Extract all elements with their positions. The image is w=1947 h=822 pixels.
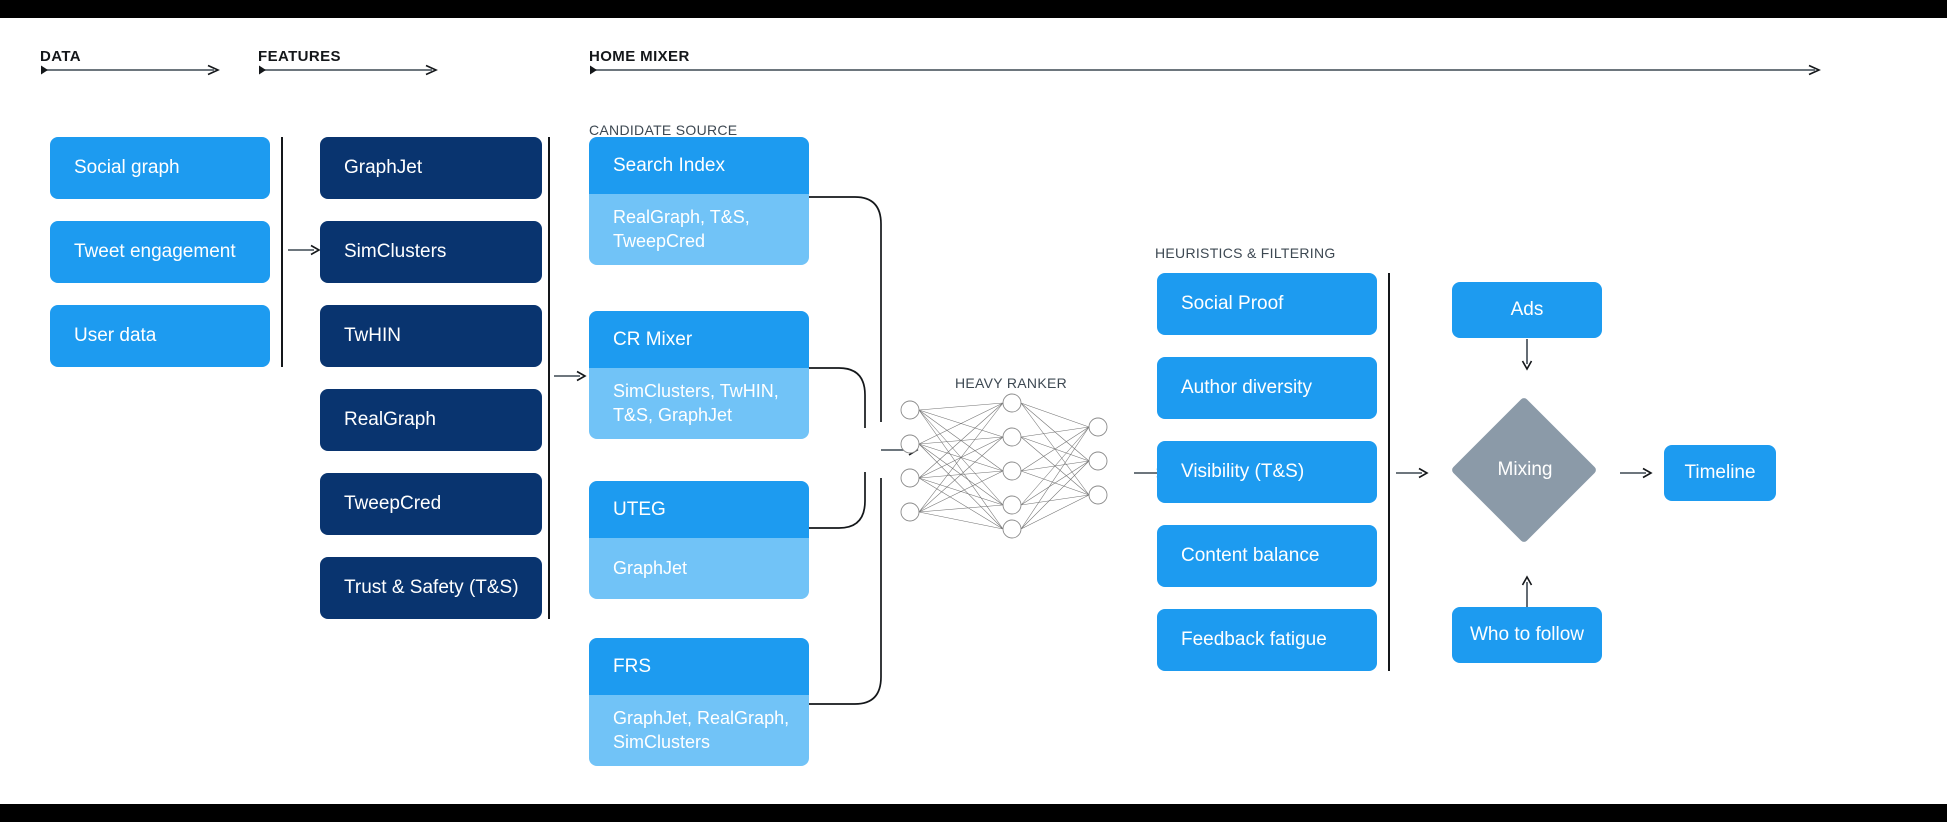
data-box-tweet-engagement[interactable]: Tweet engagement <box>50 221 270 283</box>
candidate-source-uteg[interactable]: UTEG GraphJet <box>589 481 809 599</box>
heuristic-box-content-balance[interactable]: Content balance <box>1157 525 1377 587</box>
arrow-features-to-candidates <box>554 370 588 382</box>
candidate-source-name: Search Index <box>589 137 809 194</box>
section-arrow-home-mixer <box>589 64 1821 76</box>
arrow-who-to-follow-to-mixing <box>1520 575 1534 607</box>
output-box-label: Timeline <box>1684 462 1756 484</box>
divider-heuristics-mixing <box>1388 273 1390 671</box>
feature-box-label: TwHIN <box>344 325 401 347</box>
candidate-source-cr-mixer[interactable]: CR Mixer SimClusters, TwHIN, T&S, GraphJ… <box>589 311 809 439</box>
section-label-heuristics: HEURISTICS & FILTERING <box>1155 245 1336 261</box>
candidate-source-name: CR Mixer <box>589 311 809 368</box>
section-label-data: DATA <box>40 48 82 65</box>
heuristic-box-visibility[interactable]: Visibility (T&S) <box>1157 441 1377 503</box>
divider-data-features <box>281 137 283 367</box>
feature-box-label: Trust & Safety (T&S) <box>344 577 519 599</box>
candidate-source-search-index[interactable]: Search Index RealGraph, T&S, TweepCred <box>589 137 809 265</box>
heavy-ranker-network <box>898 393 1128 539</box>
data-box-social-graph[interactable]: Social graph <box>50 137 270 199</box>
feature-box-label: TweepCred <box>344 493 442 515</box>
output-box-who-to-follow[interactable]: Who to follow <box>1452 607 1602 663</box>
section-label-home-mixer: HOME MIXER <box>589 48 690 65</box>
output-box-ads[interactable]: Ads <box>1452 282 1602 338</box>
diagram-canvas: DATA FEATURES HOME MIXER CANDIDA <box>0 18 1947 804</box>
data-box-user-data[interactable]: User data <box>50 305 270 367</box>
arrow-ads-to-mixing <box>1520 339 1534 371</box>
heuristic-box-author-diversity[interactable]: Author diversity <box>1157 357 1377 419</box>
feature-box-twhin[interactable]: TwHIN <box>320 305 542 367</box>
heuristic-box-feedback-fatigue[interactable]: Feedback fatigue <box>1157 609 1377 671</box>
section-label-heavy-ranker: HEAVY RANKER <box>955 375 1068 391</box>
candidate-source-name: UTEG <box>589 481 809 538</box>
candidate-source-features: SimClusters, TwHIN, T&S, GraphJet <box>589 368 809 439</box>
output-box-label: Ads <box>1510 299 1544 321</box>
candidate-source-features: GraphJet <box>589 538 809 599</box>
candidate-source-frs[interactable]: FRS GraphJet, RealGraph, SimClusters <box>589 638 809 766</box>
heuristic-box-label: Feedback fatigue <box>1181 629 1327 651</box>
feature-box-simclusters[interactable]: SimClusters <box>320 221 542 283</box>
section-arrow-features <box>258 64 438 76</box>
heuristic-box-label: Social Proof <box>1181 293 1284 315</box>
mixing-label: Mixing <box>1497 459 1553 480</box>
heuristic-box-label: Content balance <box>1181 545 1320 567</box>
section-arrow-data <box>40 64 220 76</box>
output-box-timeline[interactable]: Timeline <box>1664 445 1776 501</box>
candidate-source-name: FRS <box>589 638 809 695</box>
feature-box-label: SimClusters <box>344 241 447 263</box>
feature-box-label: GraphJet <box>344 157 423 179</box>
data-box-label: Tweet engagement <box>74 241 236 263</box>
feature-box-trust-safety[interactable]: Trust & Safety (T&S) <box>320 557 542 619</box>
section-label-candidate-source: CANDIDATE SOURCE <box>589 122 738 138</box>
feature-box-realgraph[interactable]: RealGraph <box>320 389 542 451</box>
data-box-label: Social graph <box>74 157 180 179</box>
divider-features-mixer <box>548 137 550 619</box>
feature-box-graphjet[interactable]: GraphJet <box>320 137 542 199</box>
candidate-source-features: RealGraph, T&S, TweepCred <box>589 194 809 265</box>
heuristic-box-label: Visibility (T&S) <box>1181 461 1305 483</box>
candidate-source-features: GraphJet, RealGraph, SimClusters <box>589 695 809 766</box>
output-box-label: Who to follow <box>1469 624 1585 646</box>
arrow-mixing-to-timeline <box>1620 467 1654 479</box>
data-box-label: User data <box>74 325 157 347</box>
arrow-heuristics-to-mixing <box>1396 467 1430 479</box>
section-label-features: FEATURES <box>258 48 341 65</box>
feature-box-label: RealGraph <box>344 409 436 431</box>
arrow-data-to-features <box>288 244 322 256</box>
heuristic-box-social-proof[interactable]: Social Proof <box>1157 273 1377 335</box>
heuristic-box-label: Author diversity <box>1181 377 1312 399</box>
feature-box-tweepcred[interactable]: TweepCred <box>320 473 542 535</box>
